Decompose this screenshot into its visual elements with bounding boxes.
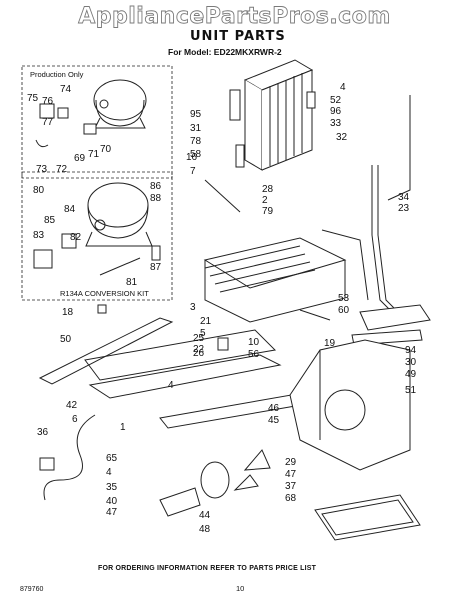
part-num: 7 xyxy=(190,166,196,177)
production-only-label: Production Only xyxy=(30,70,84,79)
part-num: 44 xyxy=(199,510,211,521)
misc-parts xyxy=(97,179,331,351)
conversion-kit-label: R134A CONVERSION KIT xyxy=(60,289,149,298)
ordering-footer: FOR ORDERING INFORMATION REFER TO PARTS … xyxy=(98,565,317,572)
part-num: 73 xyxy=(36,164,48,175)
part-num: 76 xyxy=(42,96,54,107)
part-num: 37 xyxy=(285,481,297,492)
part-num: 10 xyxy=(248,337,260,348)
part-num: 4 xyxy=(340,82,346,93)
part-num: 81 xyxy=(126,277,138,288)
evaporator-coil xyxy=(203,237,347,323)
part-num: 95 xyxy=(190,109,202,120)
base-frame xyxy=(38,317,332,429)
part-num: 56 xyxy=(248,349,260,360)
part-num: 47 xyxy=(285,469,297,480)
part-num: 49 xyxy=(405,369,417,380)
part-num: 3 xyxy=(190,302,196,313)
part-num: 32 xyxy=(336,132,348,143)
conversion-kit-box xyxy=(21,171,173,301)
part-num: 4 xyxy=(168,380,174,391)
part-num: 25 xyxy=(193,333,205,344)
part-num: 2 xyxy=(262,195,268,206)
part-num: 79 xyxy=(262,206,274,217)
part-num: 48 xyxy=(199,524,211,535)
part-num: 16 xyxy=(186,152,198,163)
part-num: 94 xyxy=(405,345,417,356)
part-num: 42 xyxy=(66,400,78,411)
drain-pan xyxy=(314,494,421,541)
part-num: 40 xyxy=(106,496,118,507)
part-num: 83 xyxy=(33,230,45,241)
part-num: 84 xyxy=(64,204,76,215)
fan-bracket xyxy=(289,339,411,471)
kit-compressor xyxy=(33,182,161,276)
part-num: 31 xyxy=(190,123,202,134)
part-num: 18 xyxy=(62,307,74,318)
part-num: 58 xyxy=(190,149,202,160)
part-num: 4 xyxy=(106,467,112,478)
part-num: 23 xyxy=(398,203,410,214)
part-num: 26 xyxy=(193,348,205,359)
part-num: 21 xyxy=(200,316,212,327)
production-only-box xyxy=(21,65,173,179)
watermark: AppliancePartsPros.com xyxy=(78,4,391,30)
part-num: 65 xyxy=(106,453,118,464)
diagram-title: UNIT PARTS xyxy=(190,29,286,44)
part-num: 86 xyxy=(150,181,162,192)
part-num: 51 xyxy=(405,385,417,396)
part-num: 82 xyxy=(70,232,82,243)
part-num: 50 xyxy=(60,334,72,345)
part-num: 36 xyxy=(37,427,49,438)
part-num: 77 xyxy=(42,117,54,128)
part-num: 69 xyxy=(74,153,86,164)
part-num: 71 xyxy=(88,149,100,160)
part-num: 60 xyxy=(338,305,350,316)
part-num: 33 xyxy=(330,118,342,129)
part-num: 45 xyxy=(268,415,280,426)
part-num: 35 xyxy=(106,482,118,493)
part-num: 6 xyxy=(72,414,78,425)
condenser xyxy=(229,59,316,171)
document-number: 879760 xyxy=(20,586,44,593)
part-num: 88 xyxy=(150,193,162,204)
part-num: 87 xyxy=(150,262,162,273)
part-num: 30 xyxy=(405,357,417,368)
production-compressor xyxy=(93,79,147,129)
part-num: 85 xyxy=(44,215,56,226)
fan-assembly xyxy=(159,449,271,517)
part-num: 1 xyxy=(120,422,126,433)
part-num: 96 xyxy=(330,106,342,117)
model-line: For Model: ED22MKXRWR-2 xyxy=(168,47,282,57)
part-num: 75 xyxy=(27,93,39,104)
part-num: 5 xyxy=(200,328,206,339)
page-number: 10 xyxy=(236,584,245,593)
part-num: 78 xyxy=(190,136,202,147)
part-num: 70 xyxy=(100,144,112,155)
part-num: 68 xyxy=(285,493,297,504)
part-num: 19 xyxy=(324,338,336,349)
part-num: 53 xyxy=(338,293,350,304)
part-num: 34 xyxy=(398,192,410,203)
part-number-labels: 74 75 76 77 73 72 69 71 70 80 84 85 83 8… xyxy=(27,82,417,535)
part-num: 46 xyxy=(268,403,280,414)
part-num: 72 xyxy=(56,164,68,175)
part-num: 80 xyxy=(33,185,45,196)
part-num: 28 xyxy=(262,184,274,195)
part-num: 74 xyxy=(60,84,72,95)
part-num: 52 xyxy=(330,95,342,106)
part-num: 22 xyxy=(193,344,205,355)
part-num: 47 xyxy=(106,507,118,518)
part-num: 29 xyxy=(285,457,297,468)
relay-box-small xyxy=(35,103,97,148)
power-cord xyxy=(39,414,96,501)
